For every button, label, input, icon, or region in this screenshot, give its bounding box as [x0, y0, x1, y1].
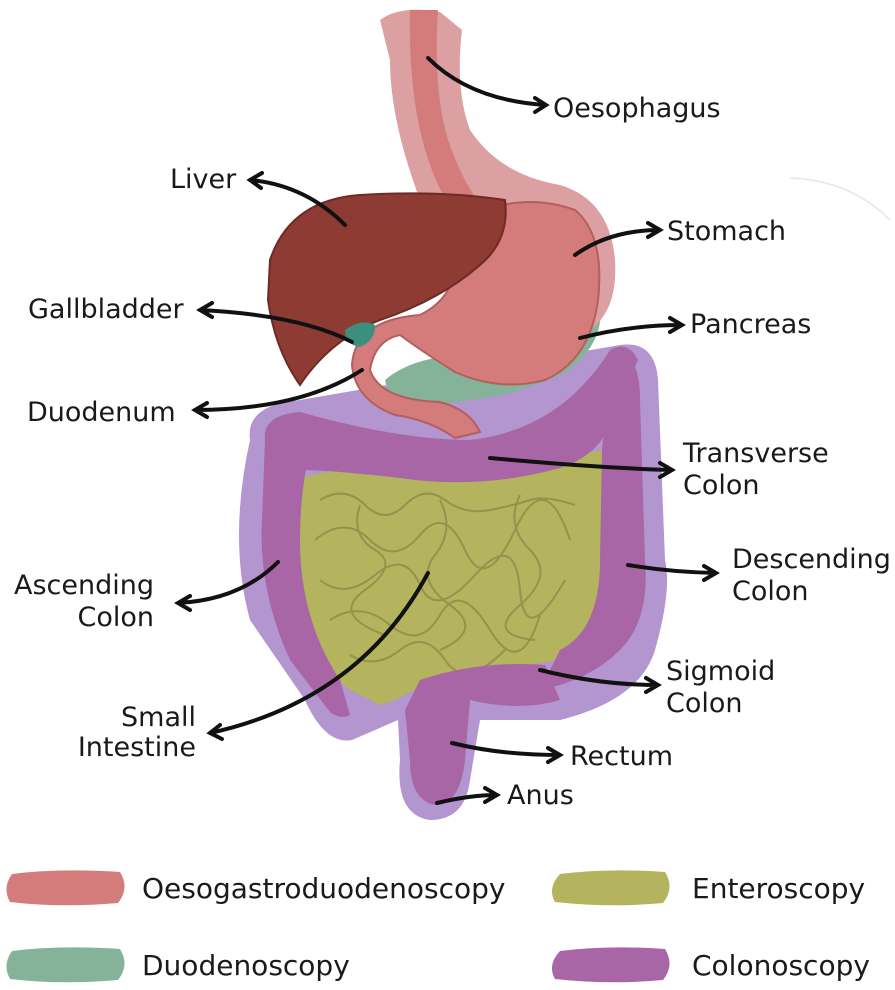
label-anus: Anus [507, 780, 574, 811]
label-sigmoid-colon-line2: Colon [666, 688, 743, 719]
label-liver: Liver [170, 164, 237, 195]
legend-swatch-colonoscopy [552, 947, 670, 982]
label-rectum: Rectum [570, 741, 673, 772]
label-small-intestine-line1: Small [121, 702, 196, 733]
legend: Oesogastroduodenoscopy Enteroscopy Duode… [6, 870, 869, 982]
legend-item-oesogastroduodenoscopy: Oesogastroduodenoscopy [6, 870, 505, 905]
legend-swatch-enteroscopy [552, 870, 670, 905]
label-ascending-colon-line1: Ascending [14, 570, 154, 601]
legend-item-colonoscopy: Colonoscopy [552, 947, 870, 982]
legend-label-enteroscopy: Enteroscopy [692, 872, 865, 905]
label-sigmoid-colon-line1: Sigmoid [666, 656, 775, 687]
label-transverse-colon-line1: Transverse [682, 438, 829, 469]
legend-item-duodenoscopy: Duodenoscopy [6, 947, 349, 982]
label-gallbladder: Gallbladder [28, 294, 185, 325]
label-duodenum: Duodenum [27, 397, 176, 428]
label-oesophagus: Oesophagus [553, 93, 721, 124]
background-arc [790, 178, 890, 220]
label-descending-colon-line1: Descending [732, 544, 891, 575]
legend-label-duodenoscopy: Duodenoscopy [142, 949, 350, 982]
legend-swatch-duodenoscopy [6, 947, 124, 982]
label-pancreas: Pancreas [690, 309, 811, 340]
label-stomach: Stomach [667, 216, 786, 247]
legend-label-colonoscopy: Colonoscopy [692, 949, 870, 982]
label-transverse-colon-line2: Colon [683, 470, 760, 501]
label-descending-colon-line2: Colon [732, 576, 809, 607]
legend-label-oesogastroduodenoscopy: Oesogastroduodenoscopy [142, 872, 506, 905]
label-small-intestine-line2: Intestine [78, 732, 196, 763]
legend-item-enteroscopy: Enteroscopy [552, 870, 865, 905]
legend-swatch-oesogastroduodenoscopy [6, 870, 124, 905]
label-ascending-colon-line2: Colon [77, 602, 154, 633]
